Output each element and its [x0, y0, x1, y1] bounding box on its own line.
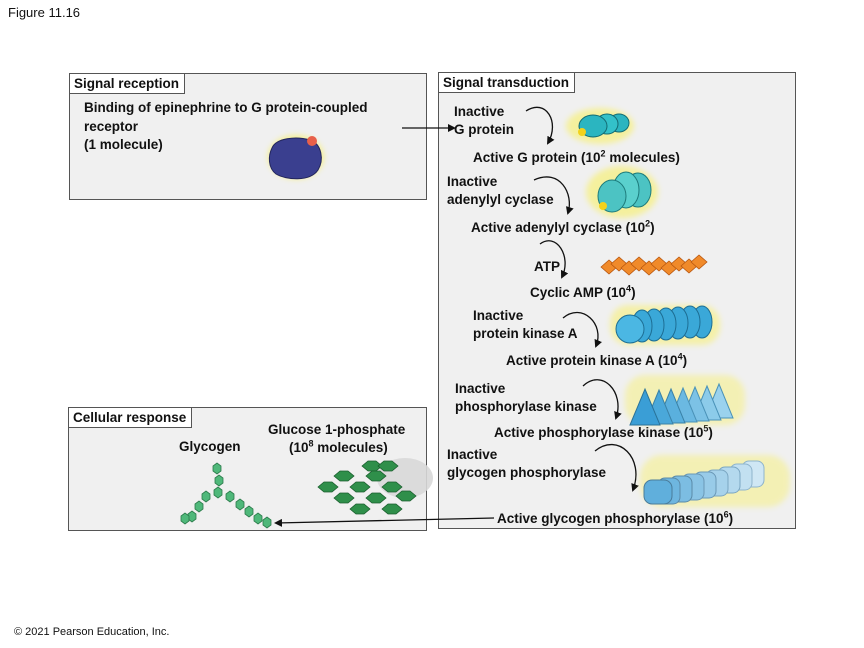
adenylyl-cyclase-icon	[586, 166, 658, 218]
step5-active-label: Active phosphorylase kinase (105)	[494, 423, 713, 440]
step3-active-label: Cyclic AMP (104)	[530, 283, 636, 300]
signal-reception-panel: Signal reception Binding of epinephrine …	[69, 73, 427, 200]
step4-inactive-line1: Inactive	[473, 308, 524, 323]
figure-label: Figure 11.16	[8, 5, 81, 20]
signal-reception-header: Signal reception	[70, 74, 186, 94]
cellular-response-header: Cellular response	[69, 408, 193, 428]
step5-curved-arrow	[582, 379, 622, 420]
step2-curved-arrow	[533, 176, 574, 215]
step3-curved-arrow	[539, 240, 569, 279]
step2-inactive-line1: Inactive	[447, 174, 498, 189]
signal-transduction-panel: Signal transduction	[438, 72, 796, 529]
reception-text-line1: Binding of epinephrine to G protein-coup…	[84, 100, 368, 115]
glycogen-label: Glycogen	[179, 439, 241, 454]
protein-kinase-a-icon	[610, 305, 720, 345]
receptor-icon	[268, 135, 324, 180]
step6-inactive-line1: Inactive	[447, 447, 498, 462]
step3-atp-label: ATP	[534, 259, 560, 274]
step1-inactive-line2: G protein	[454, 122, 514, 137]
copyright-text: © 2021 Pearson Education, Inc.	[14, 626, 170, 638]
glucose-1-phosphate-icon	[317, 458, 433, 515]
step4-active-label: Active protein kinase A (104)	[506, 351, 688, 368]
phosphorylase-kinase-icon	[625, 375, 745, 426]
signal-transduction-header: Signal transduction	[439, 73, 576, 93]
transduction-to-response-arrow	[274, 517, 495, 527]
camp-icon	[600, 254, 708, 276]
step5-inactive-line1: Inactive	[455, 381, 506, 396]
glycogen-phosphorylase-icon	[640, 455, 790, 507]
step1-curved-arrow	[525, 106, 555, 145]
step2-inactive-line2: adenylyl cyclase	[447, 192, 554, 207]
step1-active-label: Active G protein (102 molecules)	[473, 148, 680, 165]
step4-curved-arrow	[562, 311, 602, 348]
step6-active-label: Active glycogen phosphorylase (106)	[497, 509, 734, 526]
g-protein-icon	[566, 108, 634, 144]
step4-inactive-line2: protein kinase A	[473, 326, 578, 341]
step6-inactive-line2: glycogen phosphorylase	[447, 465, 607, 480]
step6-curved-arrow	[594, 444, 639, 492]
glycogen-icon	[180, 462, 272, 529]
reception-text-line3: (1 molecule)	[84, 137, 163, 152]
step5-inactive-line2: phosphorylase kinase	[455, 399, 597, 414]
reception-text-line2: receptor	[84, 119, 139, 134]
step2-active-label: Active adenylyl cyclase (102)	[471, 218, 655, 235]
step1-inactive-line1: Inactive	[454, 104, 505, 119]
glucose-label-line1: Glucose 1-phosphate	[268, 422, 406, 437]
glucose-label-line2: (108 molecules)	[289, 438, 388, 455]
